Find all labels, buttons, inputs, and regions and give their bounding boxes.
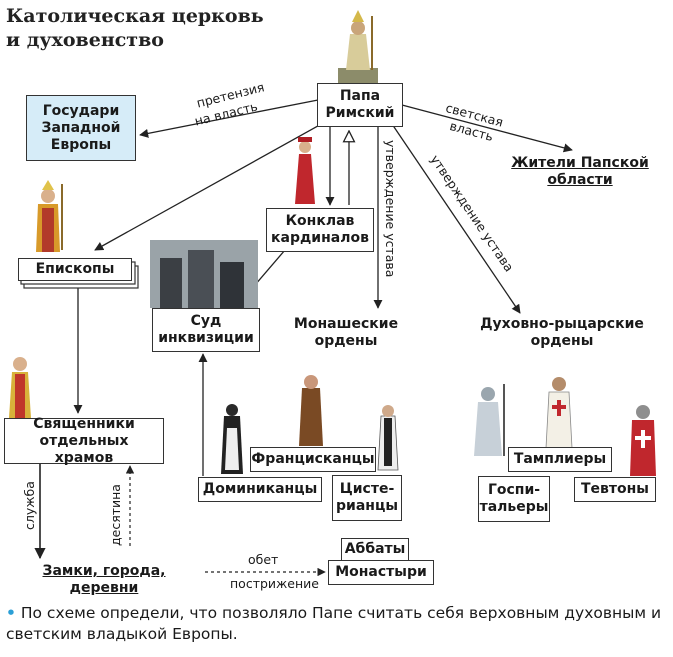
franciscan-figure-icon — [299, 375, 323, 446]
node-priests: Священники отдельных храмов — [4, 416, 164, 466]
node-bishops: Епископы — [18, 258, 132, 281]
edge-pope-residents — [401, 104, 573, 153]
teuton-figure-icon — [630, 405, 656, 476]
node-cistercians: Цисте- рианцы — [332, 475, 402, 521]
label-vow: обет — [248, 552, 279, 567]
footer-text: По схеме определи, что позволяло Папе сч… — [6, 604, 662, 643]
footer-bullet: • — [6, 604, 16, 622]
hospitaller-figure-icon — [474, 384, 505, 456]
edge-pope-bishops — [94, 121, 326, 251]
node-abbots: Аббаты — [341, 538, 409, 561]
node-templars: Тамплиеры — [508, 447, 612, 472]
node-franciscans: Францисканцы — [250, 447, 376, 472]
priest-figure-icon — [9, 357, 31, 418]
diagram-title: Католическая церковь и духовенство — [6, 4, 264, 52]
cistercian-figure-icon — [377, 405, 399, 471]
cardinal-figure-icon — [295, 137, 315, 204]
node-dominicans: Доминиканцы — [198, 477, 322, 502]
bishop-figure-icon — [36, 180, 63, 252]
node-pope: Папа Римский — [317, 83, 403, 127]
node-inquisition: Суд инквизиции — [152, 308, 260, 352]
node-towns: Замки, города, деревни — [42, 563, 166, 596]
node-papal-residents: Жители Папской области — [511, 155, 649, 188]
node-rulers: Государи Западной Европы — [26, 95, 136, 161]
node-monastic-orders: Монашеские ордены — [293, 316, 399, 349]
node-teutons: Тевтоны — [574, 477, 656, 502]
node-hospitallers: Госпи- тальеры — [478, 476, 550, 522]
dominican-figure-icon — [221, 404, 243, 474]
pope-figure-icon — [338, 10, 378, 84]
label-tithe: десятина — [108, 484, 123, 546]
node-monasteries: Монастыри — [328, 560, 434, 585]
footer-question: • По схеме определи, что позволяло Папе … — [6, 603, 666, 645]
title-line-1: Католическая церковь — [6, 5, 264, 27]
edge-pope-rulers — [139, 99, 319, 138]
inquisition-scene-icon — [150, 240, 258, 308]
title-line-2: и духовенство — [6, 29, 164, 51]
label-service: служба — [22, 481, 37, 530]
label-tonsure: пострижение — [230, 576, 319, 591]
edge-pope-knightly — [391, 123, 521, 314]
node-conclave: Конклав кардиналов — [266, 208, 374, 252]
templar-figure-icon — [545, 377, 573, 449]
node-knightly-orders: Духовно-рыцарские ордены — [480, 316, 644, 349]
label-approval-monastic: утверждение устава — [383, 140, 398, 278]
